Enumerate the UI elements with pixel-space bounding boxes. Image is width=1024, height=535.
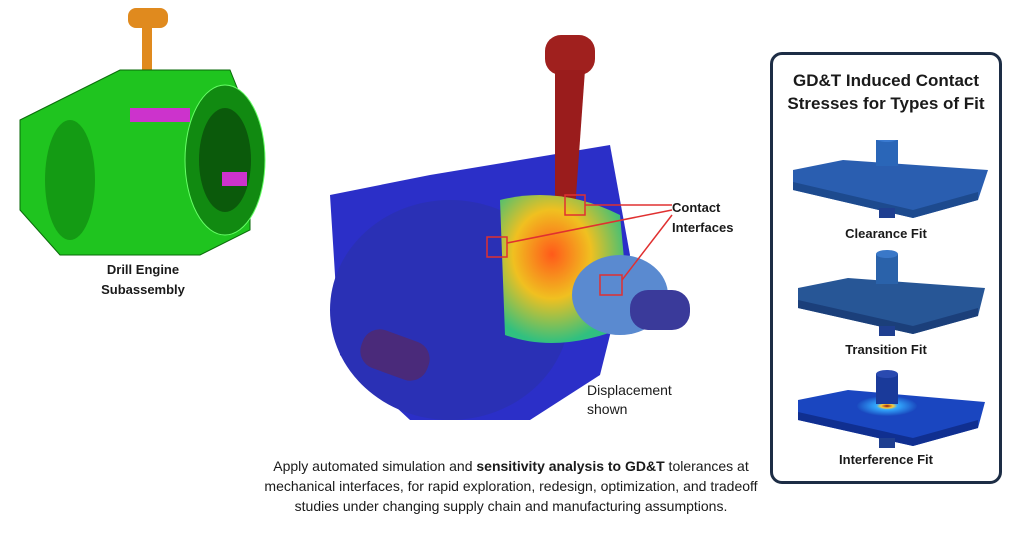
fit-illustrations [793, 140, 988, 448]
drill-engine-label: Drill Engine Subassembly [88, 260, 198, 300]
clearance-fit-plate [793, 140, 988, 218]
fit-types-panel: GD&T Induced Contact Stresses for Types … [770, 52, 1002, 484]
label-line: Displacement [587, 382, 672, 398]
caption-bold-text: sensitivity analysis to GD&T [476, 458, 665, 474]
caption-text: tolerances at mechanical interfaces, for… [264, 458, 758, 514]
fit-label-transition: Transition Fit [845, 342, 927, 357]
fit-label-clearance: Clearance Fit [845, 226, 927, 241]
caption-text: Apply automated simulation and [273, 458, 477, 474]
title-line: GD&T Induced Contact [792, 71, 980, 90]
label-line: Contact [672, 200, 721, 215]
label-line: shown [587, 401, 628, 417]
caption: Apply automated simulation and sensitivi… [255, 456, 767, 516]
displacement-note: Displacement shown [587, 381, 672, 419]
label-line: Subassembly [101, 282, 185, 297]
drill-engine-model [19, 8, 266, 256]
fit-label-interference: Interference Fit [839, 452, 933, 467]
panel-title: GD&T Induced Contact Stresses for Types … [773, 69, 999, 115]
transition-fit-plate [798, 250, 985, 336]
contact-interfaces-label: Contact Interfaces [672, 198, 733, 238]
title-line: Stresses for Types of Fit [787, 94, 985, 113]
label-line: Interfaces [672, 220, 734, 235]
label-line: Drill Engine [106, 262, 180, 277]
fea-engine-model [330, 35, 690, 420]
interference-fit-plate [798, 370, 985, 448]
